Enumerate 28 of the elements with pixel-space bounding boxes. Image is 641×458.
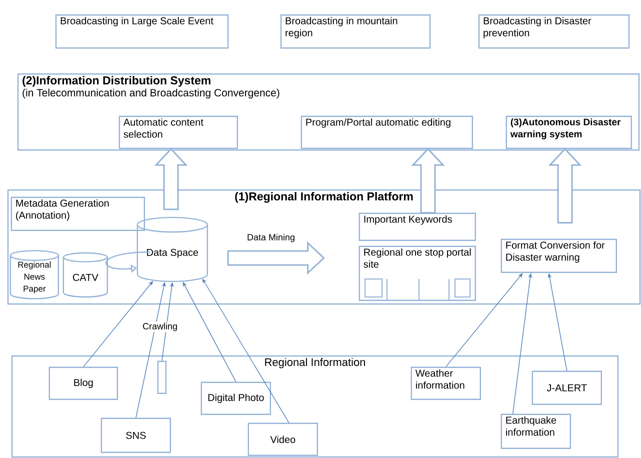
portal-box: Regional one stop portal site [358, 246, 476, 301]
source-box: SNS [100, 418, 171, 453]
application-box: Broadcasting in Large Scale Event [55, 14, 229, 49]
function-box: Automatic content selection [118, 116, 238, 149]
process-box: Metadata Generation (Annotation) [10, 196, 145, 231]
edge-label: Data Mining [246, 232, 296, 244]
source-box: Blog [48, 366, 118, 400]
database-cylinder: Regional News Paper [10, 250, 59, 300]
process-box: Format Conversion for Disaster warning [500, 238, 617, 273]
block-arrow [411, 148, 445, 214]
function-box: Program/Portal automatic editing [300, 116, 473, 149]
block-arrow [154, 148, 188, 210]
edge-label: Crawling [142, 322, 178, 332]
source-box: Weather information [410, 366, 481, 400]
block-arrow [227, 241, 325, 275]
source-box: Digital Photo [200, 382, 271, 415]
application-box: Broadcasting in Disaster prevention [478, 14, 630, 49]
source-box: Earthquake information [500, 414, 571, 449]
keyword-box: Important Keywords [358, 212, 476, 241]
source-box: J-ALERT [532, 370, 602, 405]
source-box: Video [248, 422, 318, 456]
block-arrow [548, 148, 582, 224]
application-box: Broadcasting in mountain region [280, 14, 431, 49]
arrow [446, 273, 523, 368]
database-cylinder: Data Space [136, 216, 208, 282]
function-box: (3)Autonomous Disaster warning system [506, 116, 632, 149]
database-cylinder: CATV [62, 252, 108, 298]
source-box [157, 360, 166, 394]
